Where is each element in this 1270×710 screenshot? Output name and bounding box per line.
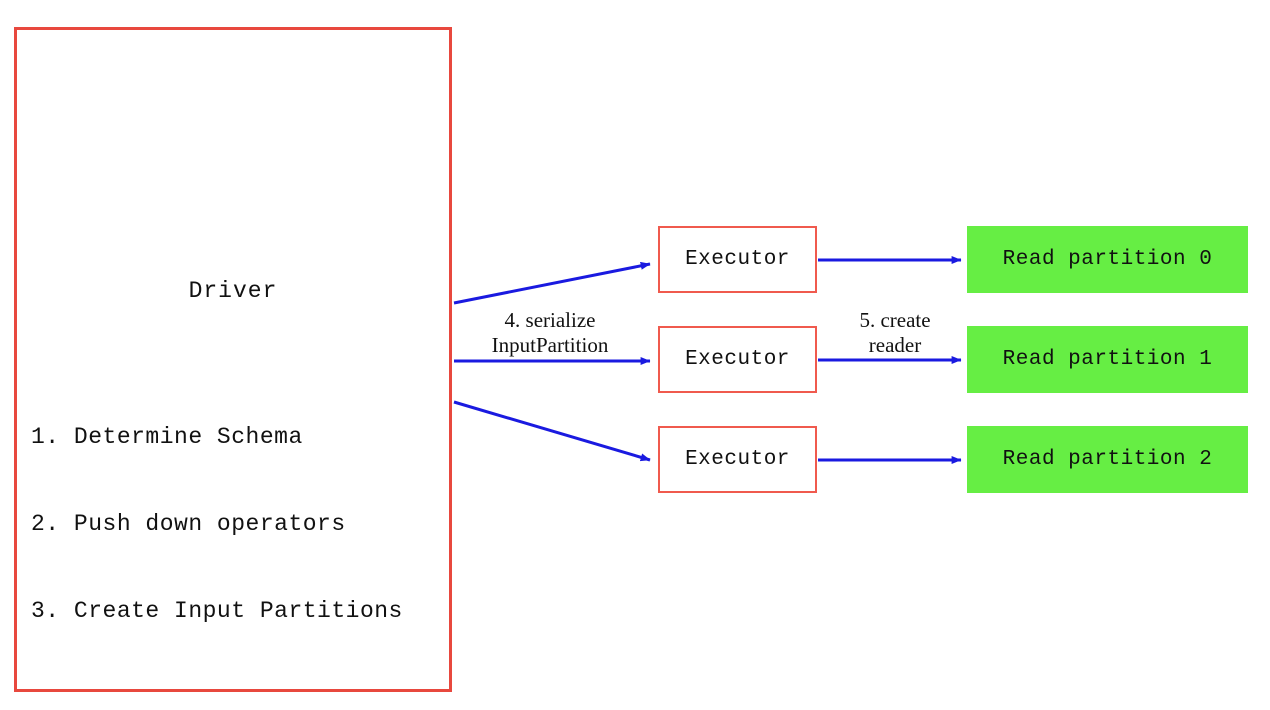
arrow-driver-to-executor-2 xyxy=(453,400,651,462)
executor-box-0: Executor xyxy=(658,226,817,293)
driver-steps-list: 1. Determine Schema 2. Push down operato… xyxy=(31,365,403,684)
driver-step-2: 2. Push down operators xyxy=(31,511,346,537)
executor-label-2: Executor xyxy=(685,448,790,471)
partition-box-0: Read partition 0 xyxy=(967,226,1248,293)
executor-label-1: Executor xyxy=(685,348,790,371)
edge-label-serialize: 4. serialize InputPartition xyxy=(462,308,638,358)
driver-step-1: 1. Determine Schema xyxy=(31,424,303,450)
edge-label-serialize-line-2: InputPartition xyxy=(491,333,609,357)
executor-box-2: Executor xyxy=(658,426,817,493)
driver-title: Driver xyxy=(188,278,278,304)
partition-label-0: Read partition 0 xyxy=(1002,248,1213,271)
driver-box: Driver 1. Determine Schema 2. Push down … xyxy=(14,27,452,692)
partition-label-1: Read partition 1 xyxy=(1002,348,1213,371)
edge-label-create-reader-line-2: reader xyxy=(868,333,922,357)
arrow-driver-to-executor-0 xyxy=(453,261,651,305)
partition-label-2: Read partition 2 xyxy=(1002,448,1213,471)
executor-label-0: Executor xyxy=(685,248,790,271)
edge-label-serialize-line-1: 4. serialize xyxy=(504,308,596,332)
executor-box-1: Executor xyxy=(658,326,817,393)
partition-box-2: Read partition 2 xyxy=(967,426,1248,493)
partition-box-1: Read partition 1 xyxy=(967,326,1248,393)
edge-label-create-reader-line-1: 5. create xyxy=(859,308,931,332)
edge-label-create-reader: 5. create reader xyxy=(833,308,957,358)
driver-step-3: 3. Create Input Partitions xyxy=(31,598,403,624)
